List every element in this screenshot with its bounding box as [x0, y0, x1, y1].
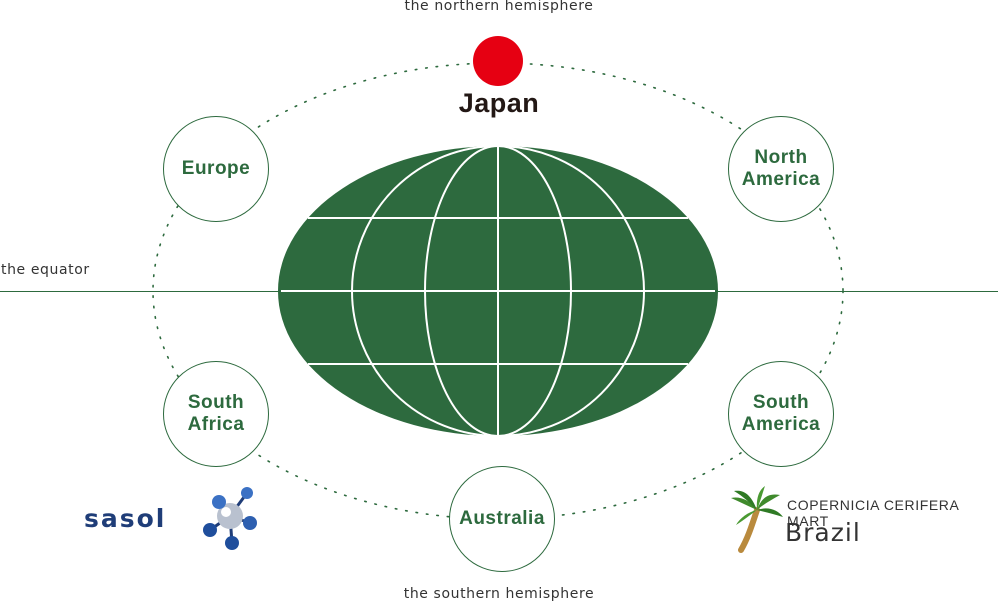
region-australia-label: Australia [459, 508, 545, 529]
region-europe: Europe [163, 116, 269, 222]
palm-origin-label: Brazil [785, 518, 861, 547]
sasol-molecule-icon [203, 487, 257, 550]
palm-species-label: COPERNICIA CERIFERA MART [787, 497, 959, 529]
palm-tree-icon [731, 486, 783, 553]
region-south-america-label: South America [741, 392, 821, 435]
region-south-africa-label: South Africa [187, 392, 245, 435]
region-north-america: North America [728, 116, 834, 222]
northern-hemisphere-label: the northern hemisphere [404, 0, 594, 14]
equator-label: the equator [1, 262, 90, 278]
japan-sun-icon [473, 36, 523, 86]
region-australia: Australia [449, 466, 555, 572]
orbit-path [152, 62, 844, 520]
japan-label: Japan [458, 88, 540, 118]
region-europe-label: Europe [181, 158, 251, 179]
region-north-america-label: North America [741, 147, 821, 190]
region-south-africa: South Africa [163, 361, 269, 467]
region-south-america: South America [728, 361, 834, 467]
southern-hemisphere-label: the southern hemisphere [403, 586, 595, 602]
sasol-logo-text: sasol [84, 504, 167, 533]
globe [278, 145, 718, 437]
